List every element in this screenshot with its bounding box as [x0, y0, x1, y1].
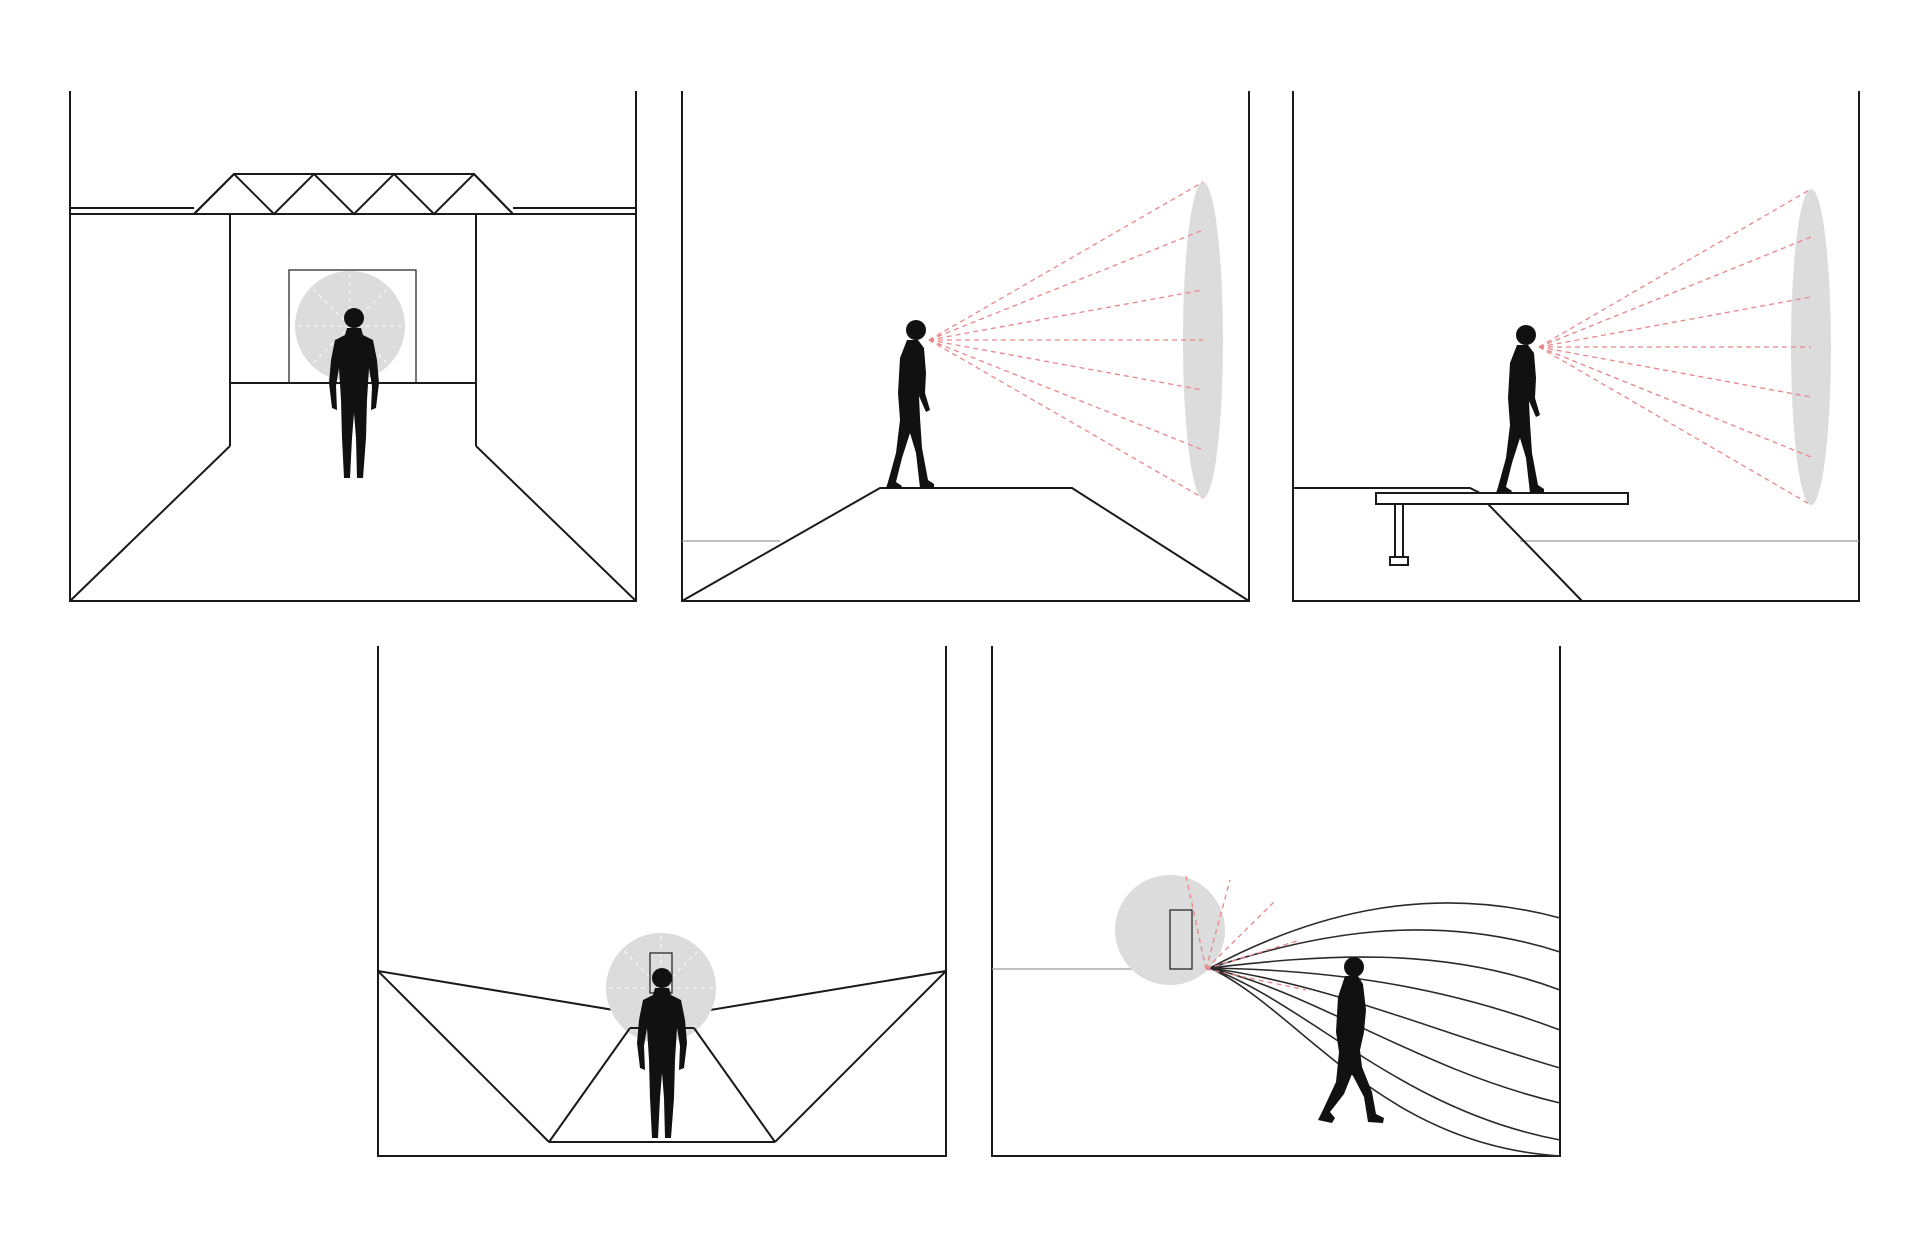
- flow-sight-rays: [1185, 875, 1307, 991]
- sight-rays: [928, 181, 1204, 499]
- panel-corridor-frame-view: [69, 91, 637, 602]
- figure-standing-side: [886, 320, 934, 489]
- bridge-deck: [1375, 492, 1629, 505]
- panel-5-frame: [991, 646, 1561, 1157]
- sight-rays-2: [1538, 188, 1812, 506]
- floor-perspective-left: [69, 445, 231, 602]
- ramp-profile: [681, 487, 1250, 602]
- panel-2-frame: [681, 91, 1250, 602]
- ground-drop: [1487, 503, 1583, 602]
- panel-flow-field-view: [991, 646, 1561, 1157]
- panel-ramp-side-view: [681, 91, 1250, 602]
- bridge-footing: [1389, 556, 1409, 566]
- ground-profile: [1293, 487, 1481, 494]
- valley-left-slope: [377, 970, 550, 1143]
- panel-4-frame: [377, 646, 947, 1157]
- panel-3-frame: [1292, 91, 1860, 602]
- panel-valley-front-view: [377, 646, 947, 1157]
- flow-doorway: [1169, 909, 1193, 970]
- figure-standing-bridge: [1496, 325, 1544, 494]
- panel-1-frame: [69, 91, 637, 602]
- panel-bridge-side-view: [1292, 91, 1860, 602]
- valley-right-slope: [774, 970, 947, 1143]
- valley-inner-right: [693, 1027, 776, 1143]
- floor-perspective-right: [475, 445, 637, 602]
- valley-inner-left: [548, 1027, 631, 1143]
- truss-roof: [193, 172, 516, 216]
- flow-curves: [1209, 902, 1561, 1157]
